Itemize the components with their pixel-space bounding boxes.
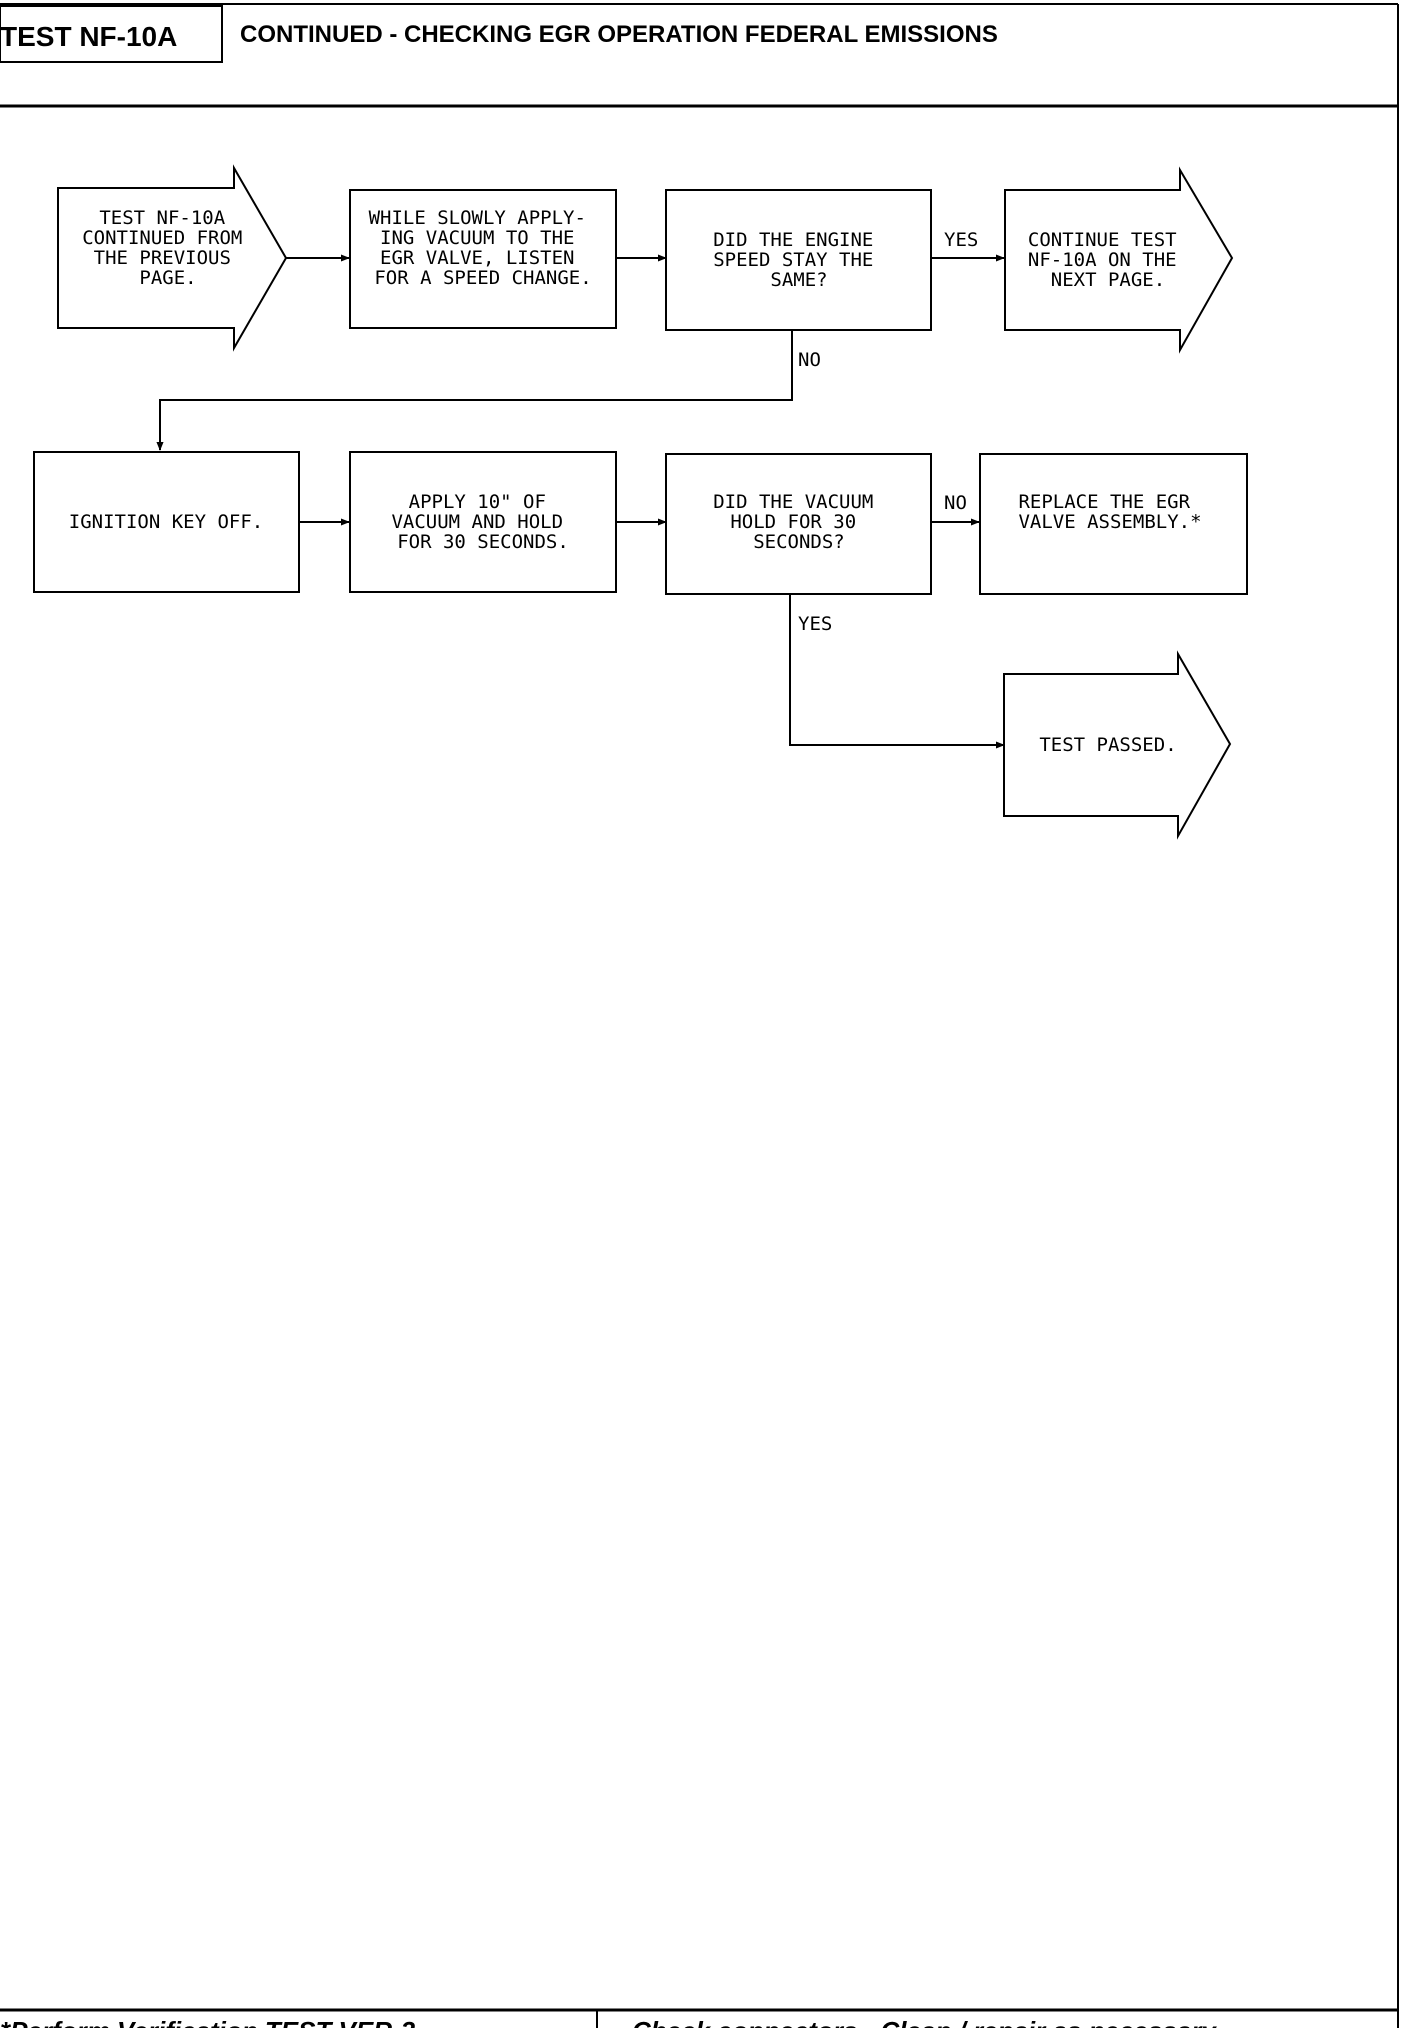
continue-arrow-text: CONTINUE TEST NF-10A ON THE NEXT PAGE. (1028, 229, 1188, 291)
page-title: CONTINUED - CHECKING EGR OPERATION FEDER… (240, 21, 998, 48)
start-arrow-shape (57, 164, 288, 352)
test-id: TEST NF-10A (0, 21, 177, 52)
listen-box-text: WHILE SLOWLY APPLY- ING VACUUM TO THE EG… (369, 207, 598, 289)
yes-label-vacuum: YES (798, 613, 832, 635)
replace-box-text: REPLACE THE EGR VALVE ASSEMBLY.* (1018, 491, 1201, 533)
passed-arrow-text: TEST PASSED. (1039, 734, 1176, 756)
speed-decision-text: DID THE ENGINE SPEED STAY THE SAME? (713, 229, 885, 291)
no-label-vacuum: NO (944, 492, 967, 514)
speed-decision-box (665, 189, 932, 331)
no-label-speed: NO (798, 349, 821, 371)
yes-label-speed: YES (944, 229, 978, 251)
footer-connector-note: Check connectors - Clean / repair as nec… (632, 2016, 1217, 2028)
vacuum-decision-box (665, 453, 932, 595)
replace-box (979, 453, 1248, 595)
connector-yes-to-passed (789, 594, 1005, 749)
test-id-box (0, 5, 223, 63)
connectors (156, 254, 1005, 749)
listen-box (349, 189, 617, 329)
continue-arrow-shape (1004, 166, 1234, 354)
ignition-box-text: IGNITION KEY OFF. (69, 511, 263, 533)
vacuum-decision-text: DID THE VACUUM HOLD FOR 30 SECONDS? (713, 491, 885, 553)
ignition-box (33, 451, 300, 593)
apply-vacuum-text: APPLY 10" OF VACUUM AND HOLD FOR 30 SECO… (391, 491, 574, 553)
connector-no-to-ignition (156, 330, 793, 451)
footer-verification-note: *Perform Verification TEST VER-2 (0, 2016, 416, 2028)
passed-arrow-shape (1003, 650, 1232, 840)
apply-vacuum-box (349, 451, 617, 593)
start-arrow-text: TEST NF-10A CONTINUED FROM THE PREVIOUS … (82, 207, 254, 289)
